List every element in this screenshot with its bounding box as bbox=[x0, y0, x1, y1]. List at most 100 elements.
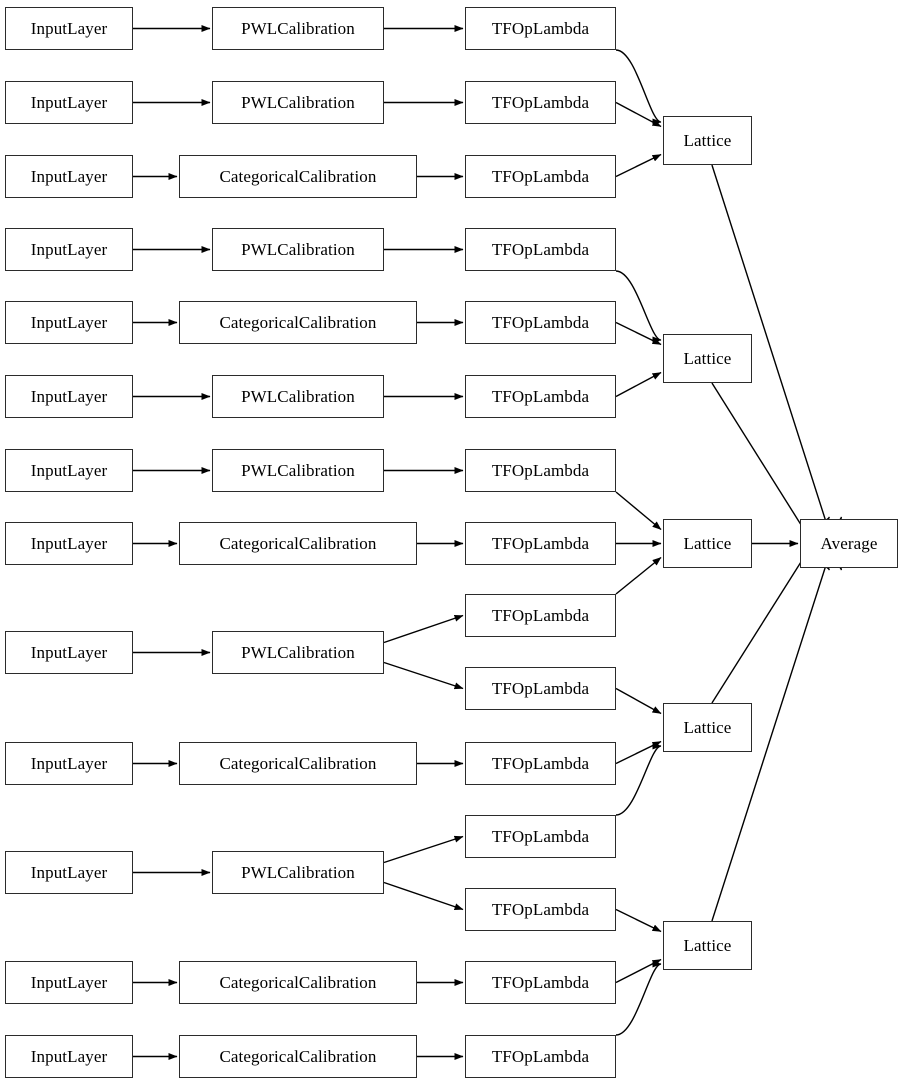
node-label: InputLayer bbox=[30, 313, 108, 332]
graph-node-cal7: PWLCalibration bbox=[212, 449, 384, 492]
graph-node-cal5: CategoricalCalibration bbox=[179, 301, 417, 344]
edge-op9-to-lat3 bbox=[615, 556, 662, 595]
node-label: TFOpLambda bbox=[491, 313, 590, 332]
graph-node-op5: TFOpLambda bbox=[465, 301, 616, 344]
node-label: InputLayer bbox=[30, 534, 108, 553]
node-label: InputLayer bbox=[30, 754, 108, 773]
edge-op15-to-lat5 bbox=[615, 960, 662, 1036]
node-label: CategoricalCalibration bbox=[219, 534, 377, 553]
node-label: TFOpLambda bbox=[491, 93, 590, 112]
node-label: TFOpLambda bbox=[491, 240, 590, 259]
graph-node-in11: InputLayer bbox=[5, 851, 133, 894]
graph-node-op9: TFOpLambda bbox=[465, 594, 616, 637]
graph-node-in6: InputLayer bbox=[5, 375, 133, 418]
edge-op1-to-lat1 bbox=[615, 49, 662, 126]
graph-node-op2: TFOpLambda bbox=[465, 81, 616, 124]
graph-node-cal1: PWLCalibration bbox=[212, 7, 384, 50]
node-label: CategoricalCalibration bbox=[219, 167, 377, 186]
node-label: TFOpLambda bbox=[491, 973, 590, 992]
graph-node-op8: TFOpLambda bbox=[465, 522, 616, 565]
graph-node-in9: InputLayer bbox=[5, 631, 133, 674]
edge-cal11-to-op13 bbox=[383, 881, 464, 911]
node-label: PWLCalibration bbox=[241, 240, 355, 259]
edge-cal9-to-op10 bbox=[383, 661, 464, 690]
graph-node-cal8: CategoricalCalibration bbox=[179, 522, 417, 565]
node-label: InputLayer bbox=[30, 93, 108, 112]
node-label: InputLayer bbox=[30, 167, 108, 186]
node-label: TFOpLambda bbox=[491, 461, 590, 480]
node-label: TFOpLambda bbox=[491, 387, 590, 406]
edge-op10-to-lat4 bbox=[615, 687, 662, 715]
graph-node-cal12: CategoricalCalibration bbox=[179, 961, 417, 1004]
edge-cal9-to-op9 bbox=[383, 614, 464, 644]
edge-op6-to-lat2 bbox=[615, 371, 662, 398]
graph-node-op6: TFOpLambda bbox=[465, 375, 616, 418]
node-label: TFOpLambda bbox=[491, 167, 590, 186]
node-label: InputLayer bbox=[30, 461, 108, 480]
edge-op14-to-lat5 bbox=[615, 958, 662, 984]
node-label: PWLCalibration bbox=[241, 461, 355, 480]
node-label: InputLayer bbox=[30, 973, 108, 992]
graph-node-op1: TFOpLambda bbox=[465, 7, 616, 50]
node-label: CategoricalCalibration bbox=[219, 1047, 377, 1066]
node-label: Lattice bbox=[683, 718, 732, 737]
graph-node-op11: TFOpLambda bbox=[465, 742, 616, 785]
graph-node-cal3: CategoricalCalibration bbox=[179, 155, 417, 198]
node-label: PWLCalibration bbox=[241, 19, 355, 38]
node-label: InputLayer bbox=[30, 643, 108, 662]
graph-node-op13: TFOpLambda bbox=[465, 888, 616, 931]
edge-op13-to-lat5 bbox=[615, 908, 662, 933]
graph-node-in13: InputLayer bbox=[5, 1035, 133, 1078]
edge-op2-to-lat1 bbox=[615, 101, 662, 128]
graph-node-cal13: CategoricalCalibration bbox=[179, 1035, 417, 1078]
node-label: TFOpLambda bbox=[491, 754, 590, 773]
graph-node-in12: InputLayer bbox=[5, 961, 133, 1004]
node-label: InputLayer bbox=[30, 240, 108, 259]
graph-node-cal10: CategoricalCalibration bbox=[179, 742, 417, 785]
graph-node-in1: InputLayer bbox=[5, 7, 133, 50]
graph-node-cal6: PWLCalibration bbox=[212, 375, 384, 418]
node-label: TFOpLambda bbox=[491, 1047, 590, 1066]
node-label: TFOpLambda bbox=[491, 19, 590, 38]
graph-node-cal2: PWLCalibration bbox=[212, 81, 384, 124]
graph-node-avg: Average bbox=[800, 519, 898, 568]
graph-node-cal11: PWLCalibration bbox=[212, 851, 384, 894]
graph-node-op4: TFOpLambda bbox=[465, 228, 616, 271]
graph-node-op7: TFOpLambda bbox=[465, 449, 616, 492]
graph-node-op3: TFOpLambda bbox=[465, 155, 616, 198]
node-label: PWLCalibration bbox=[241, 643, 355, 662]
graph-node-cal4: PWLCalibration bbox=[212, 228, 384, 271]
edge-cal11-to-op12 bbox=[383, 835, 464, 864]
graph-node-op15: TFOpLambda bbox=[465, 1035, 616, 1078]
edge-op3-to-lat1 bbox=[615, 153, 662, 178]
node-label: CategoricalCalibration bbox=[219, 973, 377, 992]
graph-node-in10: InputLayer bbox=[5, 742, 133, 785]
node-label: CategoricalCalibration bbox=[219, 313, 377, 332]
node-label: InputLayer bbox=[30, 863, 108, 882]
node-label: Lattice bbox=[683, 534, 732, 553]
edge-op5-to-lat2 bbox=[615, 321, 662, 346]
graph-node-in5: InputLayer bbox=[5, 301, 133, 344]
node-label: TFOpLambda bbox=[491, 679, 590, 698]
graph-node-op12: TFOpLambda bbox=[465, 815, 616, 858]
graph-node-lat1: Lattice bbox=[663, 116, 752, 165]
node-label: Lattice bbox=[683, 349, 732, 368]
graph-node-lat3: Lattice bbox=[663, 519, 752, 568]
node-label: TFOpLambda bbox=[491, 534, 590, 553]
node-label: TFOpLambda bbox=[491, 827, 590, 846]
node-label: TFOpLambda bbox=[491, 606, 590, 625]
edge-op11-to-lat4 bbox=[615, 740, 662, 765]
graph-node-lat4: Lattice bbox=[663, 703, 752, 752]
edge-op12-to-lat4 bbox=[615, 742, 662, 816]
node-label: PWLCalibration bbox=[241, 863, 355, 882]
node-label: Lattice bbox=[683, 131, 732, 150]
graph-node-in8: InputLayer bbox=[5, 522, 133, 565]
node-label: CategoricalCalibration bbox=[219, 754, 377, 773]
edge-op4-to-lat2 bbox=[615, 270, 662, 344]
graph-node-lat2: Lattice bbox=[663, 334, 752, 383]
graph-node-in3: InputLayer bbox=[5, 155, 133, 198]
node-label: PWLCalibration bbox=[241, 387, 355, 406]
node-label: InputLayer bbox=[30, 387, 108, 406]
node-label: TFOpLambda bbox=[491, 900, 590, 919]
